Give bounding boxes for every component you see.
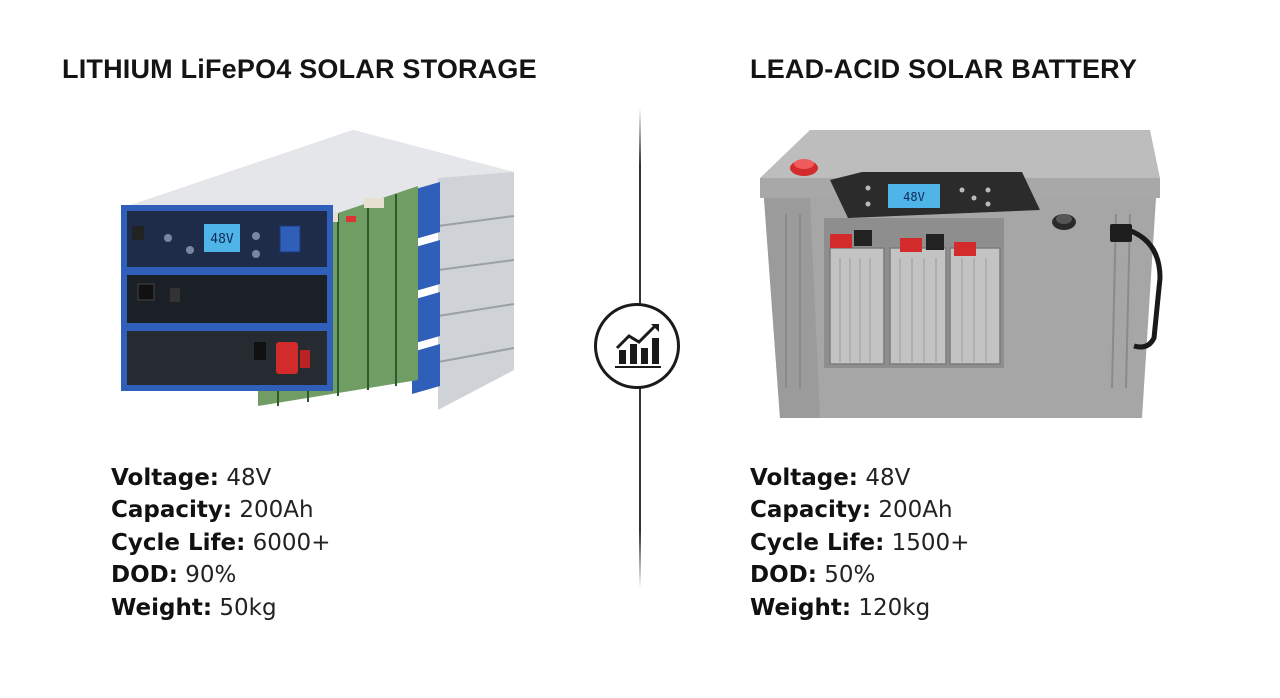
lithium-spec-dod: DOD: 90% bbox=[111, 562, 237, 589]
lead-acid-spec-voltage: Voltage: 48V bbox=[750, 465, 911, 491]
lead-acid-panel: LEAD-ACID SOLAR BATTERY bbox=[640, 0, 1280, 698]
lithium-battery-illustration: 48V bbox=[121, 130, 515, 410]
lithium-spec-cycle-life: Cycle Life: 6000+ bbox=[111, 529, 331, 556]
compare-badge bbox=[594, 303, 680, 389]
lead-acid-spec-weight: Weight: 120kg bbox=[750, 594, 931, 621]
lead-acid-specs: Voltage: 48V Capacity: 200Ah Cycle Life:… bbox=[750, 462, 969, 624]
lithium-specs: Voltage: 48V Capacity: 200Ah Cycle Life:… bbox=[111, 462, 330, 624]
lithium-spec-weight: Weight: 50kg bbox=[111, 594, 277, 621]
lead-acid-battery-illustration: 48V bbox=[760, 130, 1163, 418]
lead-acid-spec-dod: DOD: 50% bbox=[750, 562, 876, 589]
lithium-display-text: 48V bbox=[210, 232, 234, 247]
lithium-title: LITHIUM LiFePO4 SOLAR STORAGE bbox=[62, 54, 537, 84]
lithium-panel: LITHIUM LiFePO4 SOLAR STORAGE bbox=[62, 54, 537, 624]
lead-acid-display-text: 48V bbox=[903, 190, 925, 204]
lithium-spec-voltage: Voltage: 48V bbox=[111, 465, 272, 491]
lead-acid-spec-capacity: Capacity: 200Ah bbox=[750, 497, 953, 524]
lead-acid-title: LEAD-ACID SOLAR BATTERY bbox=[750, 54, 1138, 84]
bar-chart-trend-icon bbox=[615, 324, 661, 368]
lead-acid-spec-cycle-life: Cycle Life: 1500+ bbox=[750, 529, 970, 556]
lithium-spec-capacity: Capacity: 200Ah bbox=[111, 497, 314, 524]
